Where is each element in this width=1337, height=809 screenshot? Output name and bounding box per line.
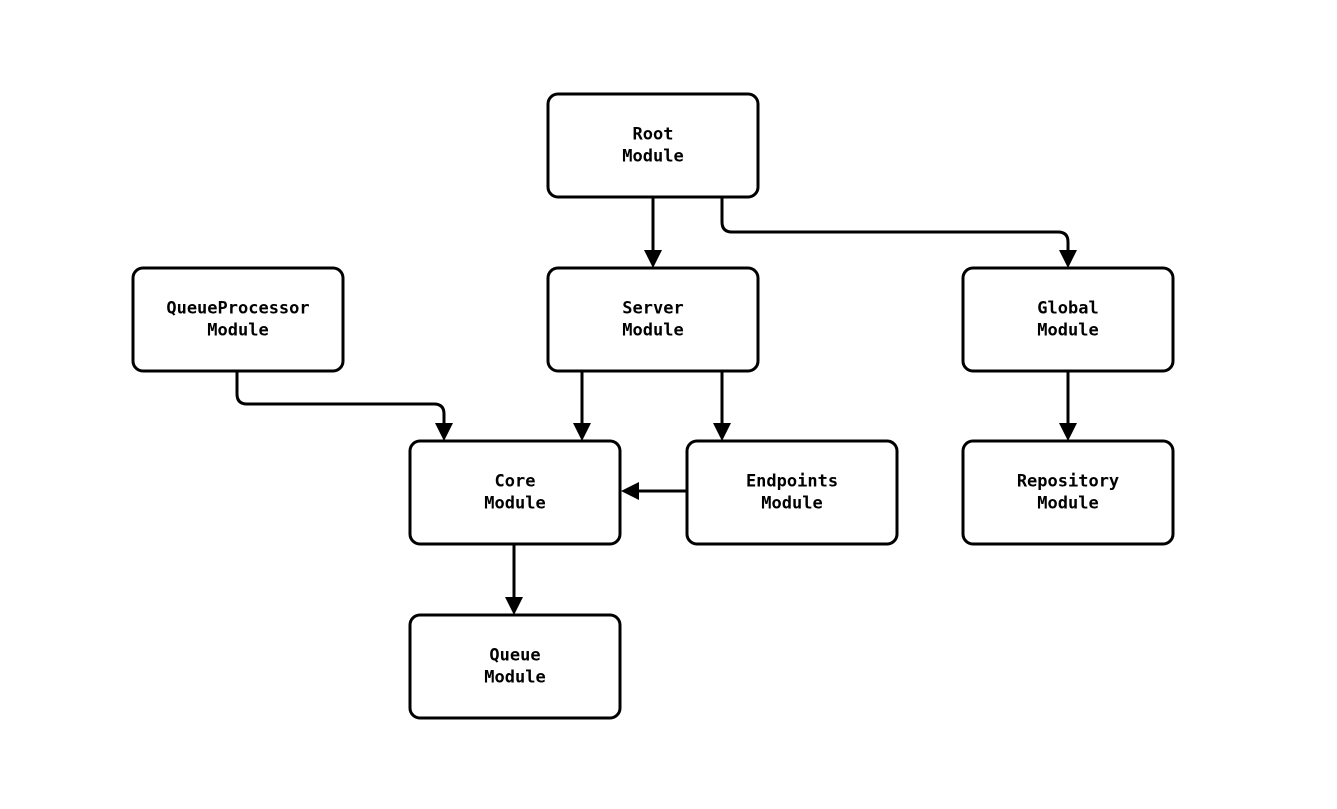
edge-global-to-repository bbox=[1059, 371, 1077, 441]
node-label-line1: Repository bbox=[1017, 472, 1119, 492]
node-box[interactable] bbox=[961, 439, 1175, 546]
edge-line bbox=[235, 371, 446, 425]
node-label-line1: Endpoints bbox=[746, 472, 838, 492]
edge-server-to-endpoints bbox=[713, 371, 731, 441]
node-box[interactable] bbox=[961, 266, 1175, 373]
edge-queueprocessor-to-core bbox=[235, 371, 453, 441]
arrowhead-icon bbox=[435, 423, 453, 441]
node-label-line2: Module bbox=[622, 147, 683, 167]
node-label-line1: Root bbox=[633, 125, 674, 145]
node-box[interactable] bbox=[685, 439, 899, 546]
arrowhead-icon bbox=[505, 597, 523, 615]
node-label-line1: Server bbox=[622, 299, 683, 319]
edges-layer bbox=[235, 197, 1077, 615]
node-label-line2: Module bbox=[484, 668, 545, 688]
edge-core-to-queue bbox=[505, 544, 523, 615]
nodes-layer: RootModuleQueueProcessorModuleServerModu… bbox=[131, 92, 1175, 720]
node-label-line1: Core bbox=[495, 472, 536, 492]
node-label-line2: Module bbox=[1037, 321, 1098, 341]
edge-root-to-server bbox=[644, 197, 662, 268]
node-box[interactable] bbox=[546, 92, 760, 199]
node-label-line2: Module bbox=[1037, 494, 1098, 514]
edge-line bbox=[720, 197, 1070, 252]
arrowhead-icon bbox=[644, 250, 662, 268]
node-label-line2: Module bbox=[761, 494, 822, 514]
arrowhead-icon bbox=[1059, 250, 1077, 268]
arrowhead-icon bbox=[573, 423, 591, 441]
node-label-line2: Module bbox=[622, 321, 683, 341]
node-label-line1: Queue bbox=[489, 646, 540, 666]
node-label-line1: QueueProcessor bbox=[166, 299, 309, 319]
arrowhead-icon bbox=[621, 482, 639, 500]
node-box[interactable] bbox=[546, 266, 760, 373]
node-label-line1: Global bbox=[1037, 299, 1098, 319]
node-label-line2: Module bbox=[207, 321, 268, 341]
node-label-line2: Module bbox=[484, 494, 545, 514]
node-box[interactable] bbox=[408, 439, 622, 546]
node-box[interactable] bbox=[408, 613, 622, 720]
edge-root-to-global bbox=[720, 197, 1077, 268]
edge-endpoints-to-core bbox=[621, 482, 687, 500]
edge-server-to-core bbox=[573, 371, 591, 441]
node-box[interactable] bbox=[131, 266, 345, 373]
arrowhead-icon bbox=[1059, 423, 1077, 441]
arrowhead-icon bbox=[713, 423, 731, 441]
